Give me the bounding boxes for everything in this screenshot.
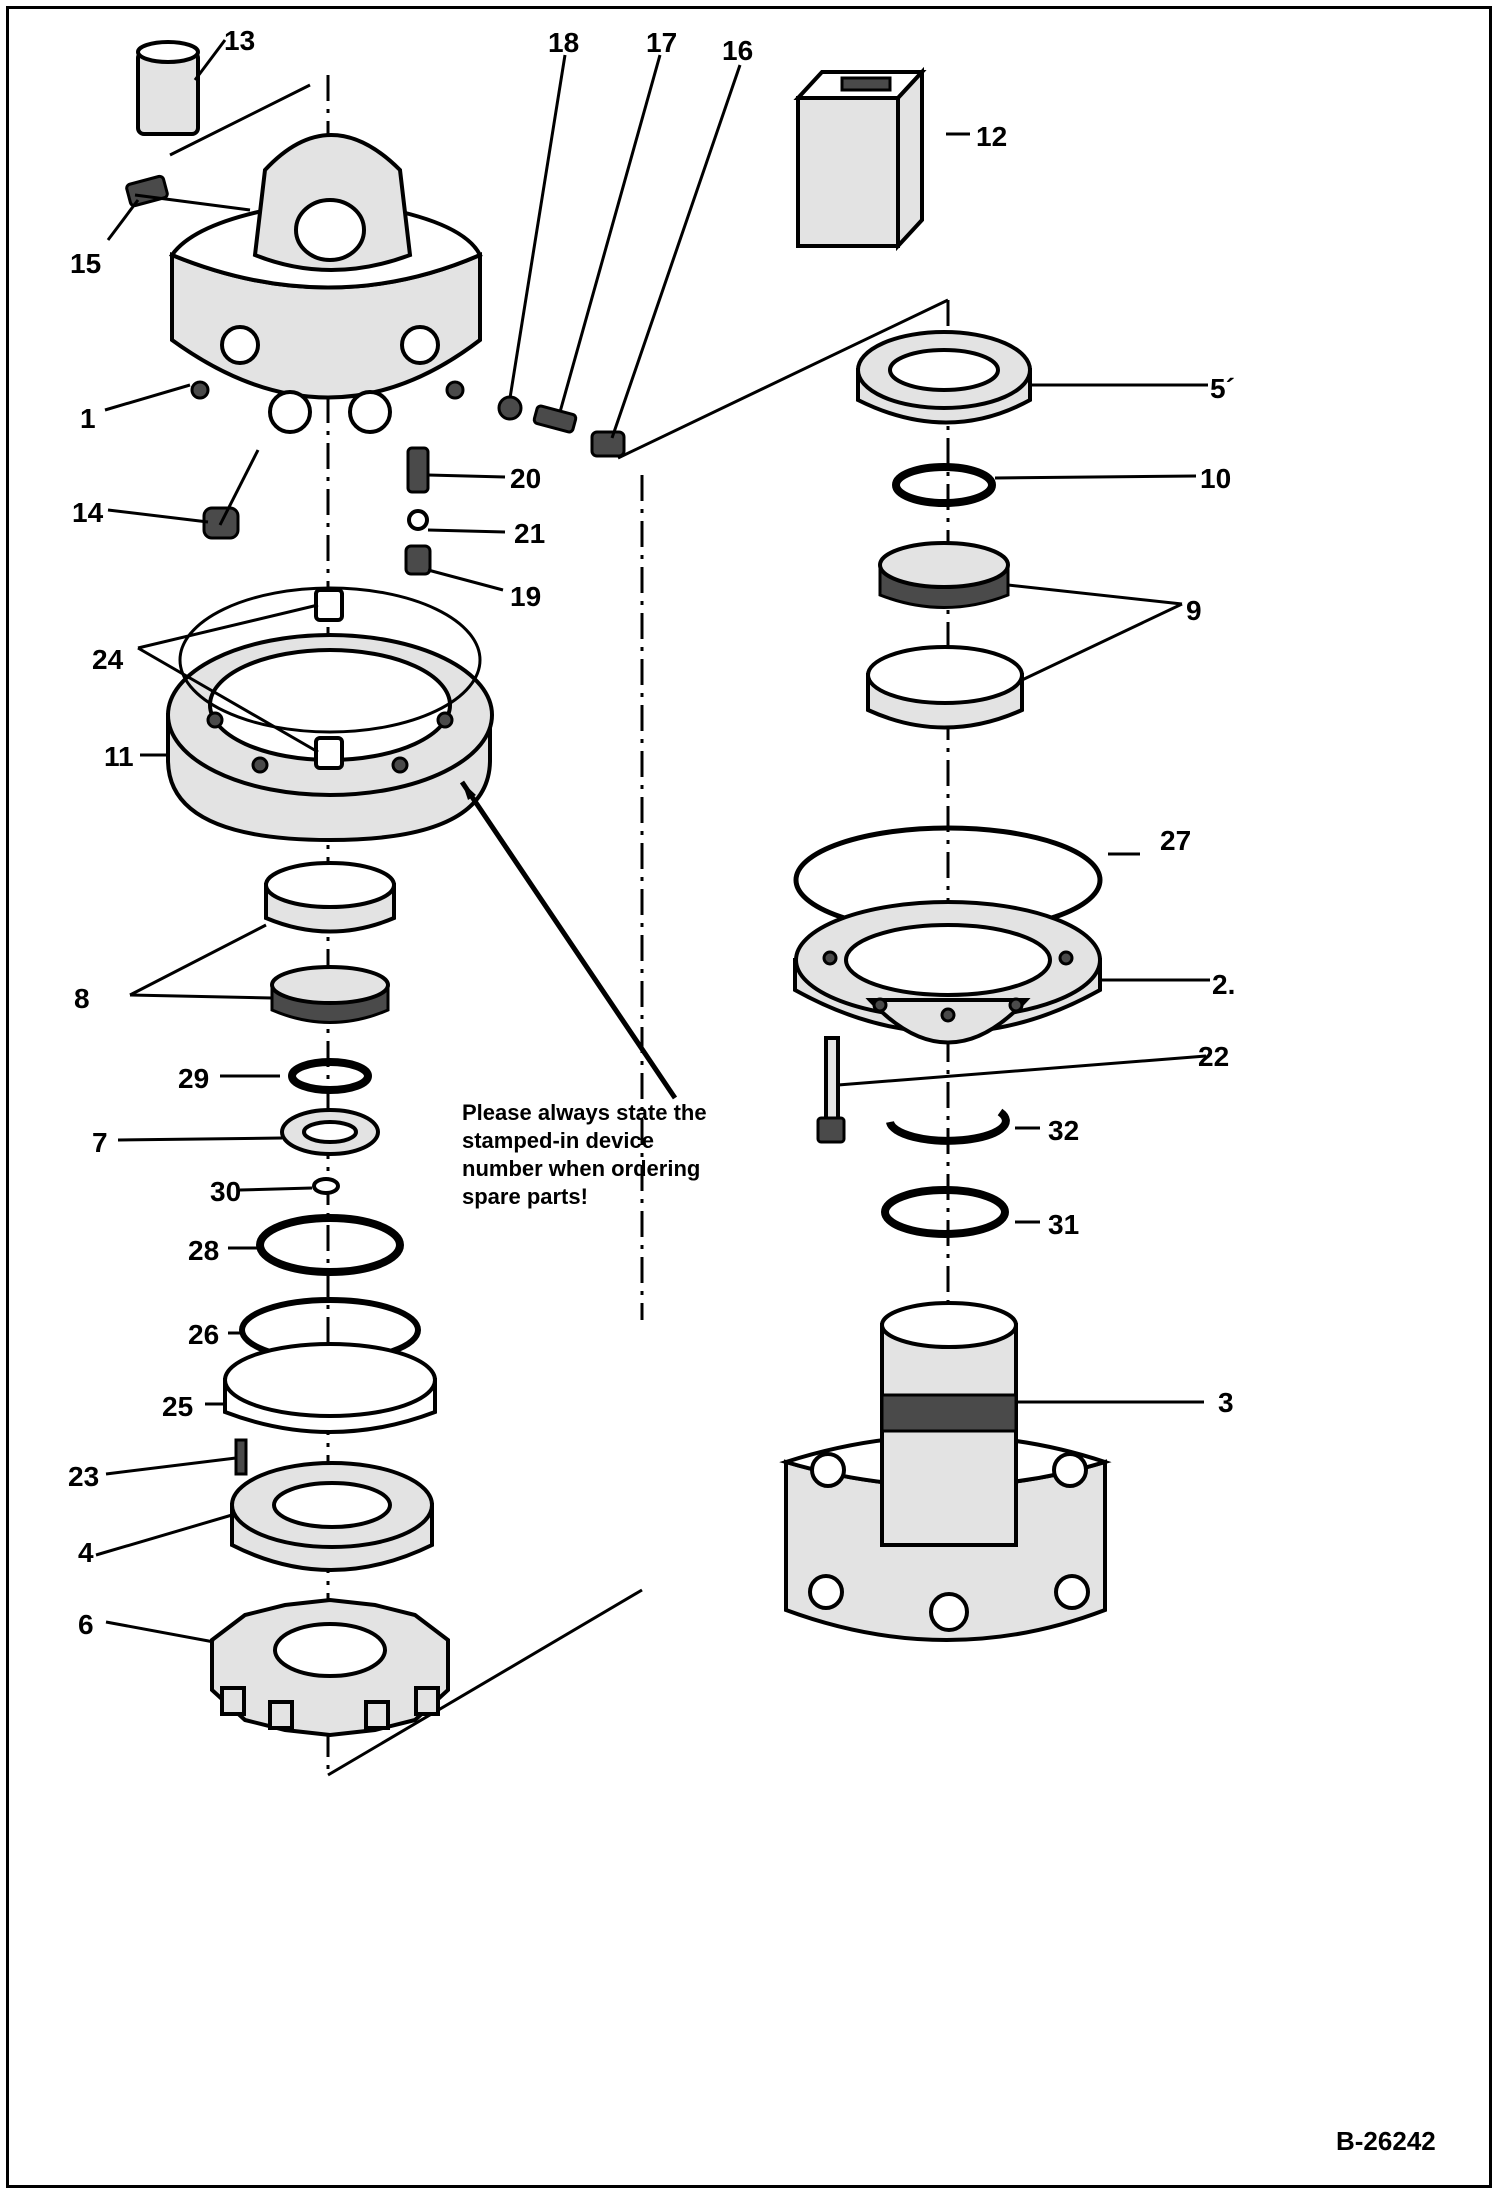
part-29-ring xyxy=(288,1058,372,1094)
part-13-cap xyxy=(136,40,200,136)
callout-30: 30 xyxy=(210,1176,241,1207)
callout-8: 8 xyxy=(74,983,90,1014)
part-30-ring xyxy=(312,1177,340,1195)
part-2-flange xyxy=(793,900,1102,1045)
callout-23: 23 xyxy=(68,1461,99,1492)
part-9-bearing-cone xyxy=(878,541,1010,609)
note-line-4: spare parts! xyxy=(462,1184,588,1209)
note-line-1: Please always state the xyxy=(462,1100,707,1125)
callout-22: 22 xyxy=(1198,1041,1229,1072)
callout-11: 11 xyxy=(104,741,134,772)
part-19-plug xyxy=(404,544,432,576)
callout-3: 3 xyxy=(1218,1387,1234,1418)
callout-2: 2. xyxy=(1212,969,1235,1000)
callout-32: 32 xyxy=(1048,1115,1079,1146)
callout-16: 16 xyxy=(722,35,753,66)
callout-4: 4 xyxy=(78,1537,94,1568)
part-28-ring xyxy=(256,1214,404,1276)
callout-labels: 13 15 1 14 18 17 16 12 20 21 19 24 11 8 … xyxy=(68,25,1235,1640)
part-16-plug xyxy=(590,430,626,458)
part-20-spring xyxy=(406,446,430,494)
part-15-screw xyxy=(125,174,169,208)
part-22-bolt xyxy=(816,1036,846,1144)
callout-10: 10 xyxy=(1200,463,1231,494)
callout-17: 17 xyxy=(646,27,677,58)
callout-19: 19 xyxy=(510,581,541,612)
callout-31: 31 xyxy=(1048,1209,1079,1240)
link-line-lower xyxy=(327,1588,643,1777)
callout-18: 18 xyxy=(548,27,579,58)
callout-7: 7 xyxy=(92,1127,108,1158)
link-line-13 xyxy=(169,83,311,157)
part-10-ring xyxy=(892,463,996,507)
figure-reference: B-26242 xyxy=(1336,2126,1436,2156)
callout-14: 14 xyxy=(72,497,104,528)
callout-6: 6 xyxy=(78,1609,94,1640)
callout-12: 12 xyxy=(976,121,1007,152)
part-11-motor xyxy=(166,586,494,843)
callout-9: 9 xyxy=(1186,595,1202,626)
callout-1: 1 xyxy=(80,403,96,434)
callout-20: 20 xyxy=(510,463,541,494)
part-21-ball xyxy=(407,509,429,531)
part-6-sprocket xyxy=(210,1597,450,1738)
note-line-2: stamped-in device xyxy=(462,1128,654,1153)
part-23-pin xyxy=(234,1438,248,1476)
part-7-washer xyxy=(280,1108,380,1156)
part-32-snapring xyxy=(886,1108,1010,1145)
part-25-ring xyxy=(223,1342,437,1434)
note-line-3: number when ordering xyxy=(462,1156,700,1181)
part-4-seal-housing xyxy=(230,1461,434,1572)
callout-5: 5´ xyxy=(1210,373,1235,404)
callout-21: 21 xyxy=(514,518,545,549)
leader-lines xyxy=(95,39,1210,1644)
part-3-spindle xyxy=(779,1301,1112,1642)
callout-15: 15 xyxy=(70,248,101,279)
part-18-ball xyxy=(497,395,523,421)
callout-26: 26 xyxy=(188,1319,219,1350)
callout-24: 24 xyxy=(92,644,124,675)
part-8-bearing-cone xyxy=(270,965,390,1024)
part-31-ring xyxy=(881,1186,1009,1238)
link-line-upper xyxy=(617,298,949,460)
callout-29: 29 xyxy=(178,1063,209,1094)
callout-25: 25 xyxy=(162,1391,193,1422)
callout-27: 27 xyxy=(1160,825,1191,856)
part-9-bearing-cup xyxy=(866,645,1024,730)
ordering-note: Please always state the stamped-in devic… xyxy=(462,1100,707,1209)
callout-13: 13 xyxy=(224,25,255,56)
part-1-housing xyxy=(168,133,483,434)
callout-28: 28 xyxy=(188,1235,219,1266)
part-5-cover xyxy=(856,330,1032,425)
part-8-bearing-cup xyxy=(264,861,396,934)
part-17-spring xyxy=(532,404,578,434)
part-12-kit xyxy=(793,66,927,252)
